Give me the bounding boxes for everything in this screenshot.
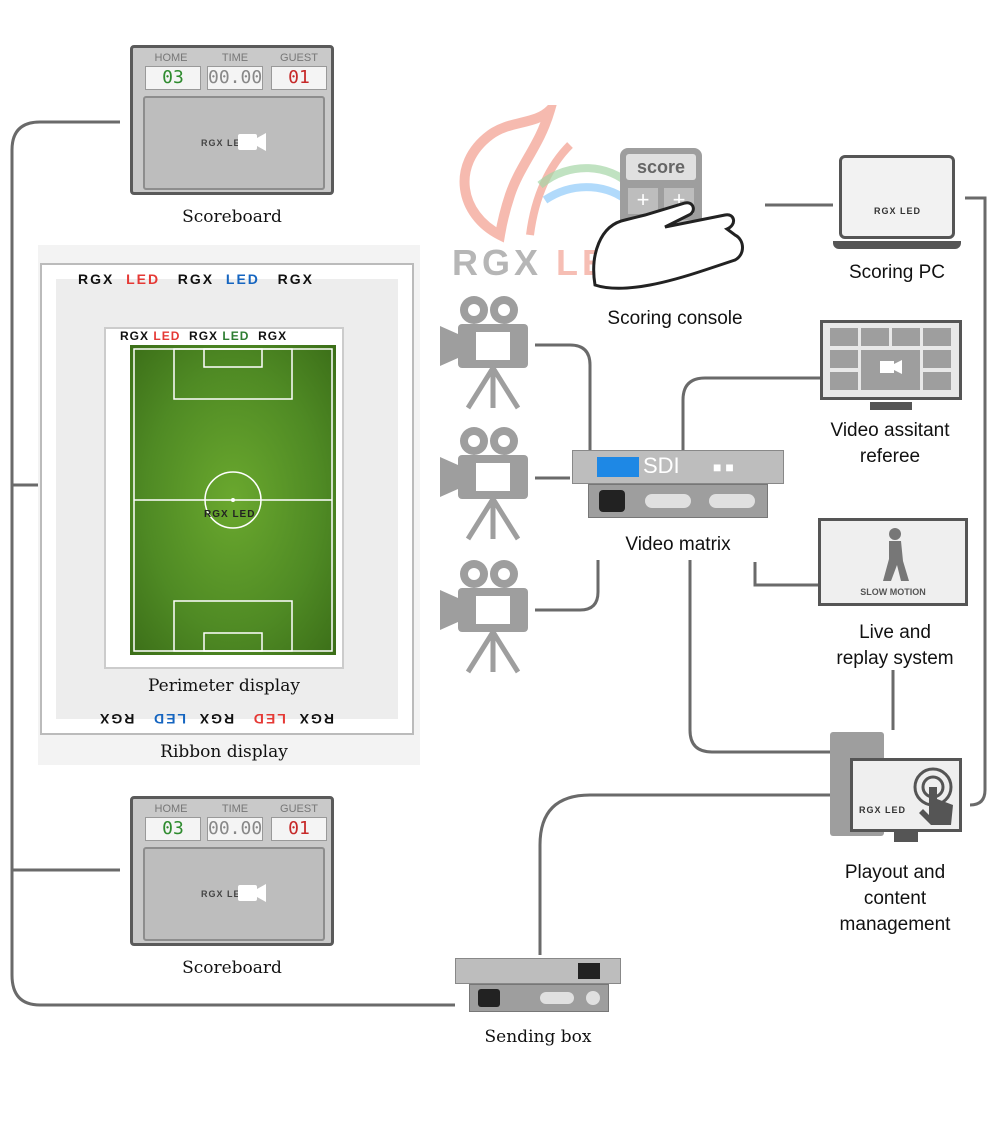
guest-label: GUEST: [280, 803, 318, 815]
scoreboard-bottom: HOME TIME GUEST 03 00.00 01 RGX LED: [130, 796, 334, 946]
db9-port-icon: [709, 494, 755, 508]
sending-box-front: [455, 958, 621, 984]
replay-monitor: SLOW MOTION: [818, 518, 968, 606]
guest-label: GUEST: [280, 52, 318, 64]
rgx-text: RGX: [120, 329, 150, 343]
video-matrix-label: Video matrix: [625, 534, 731, 555]
rgx-text: RGX: [197, 711, 235, 727]
sending-box: [455, 958, 621, 1014]
home-score: 03: [145, 817, 201, 841]
rgx-text: RGX: [297, 711, 334, 727]
brand-logo: RGX LED: [874, 206, 922, 216]
matrix-front: SDI ■ ■: [572, 450, 784, 484]
touch-icon: [913, 767, 953, 825]
console-display: score: [626, 154, 696, 180]
rgx-text: RGX: [452, 242, 543, 283]
led-text: LED: [153, 329, 181, 343]
laptop-base: [833, 241, 961, 249]
scoreboard-screen: RGX LED: [143, 847, 325, 941]
guest-score: 01: [271, 66, 327, 90]
rgx-text: RGX: [277, 271, 314, 287]
camera-1: [440, 296, 528, 410]
perimeter-display-label: Perimeter display: [147, 676, 300, 696]
scoring-console-label: Scoring console: [607, 308, 743, 329]
scoreboard-top: HOME TIME GUEST 03 00.00 01 RGX LED: [130, 45, 334, 195]
hand-pointer-icon: [592, 201, 744, 290]
monitor-stand: [894, 832, 918, 842]
scoreboard-top-label: Scoreboard: [182, 207, 282, 227]
home-label: HOME: [154, 803, 188, 815]
time-label: TIME: [221, 803, 249, 815]
time-label: TIME: [221, 52, 249, 64]
round-port-icon: [586, 991, 600, 1005]
slow-motion-text: SLOW MOTION: [860, 587, 926, 597]
matrix-back: [588, 484, 768, 518]
rgx-text: RGX: [177, 271, 215, 287]
touch-monitor: RGX LED: [850, 758, 962, 832]
time-value: 00.00: [207, 66, 263, 90]
brand-logo: RGX LED: [859, 805, 907, 815]
ribbon-display-label: Ribbon display: [160, 742, 288, 762]
multiview-grid: [830, 328, 951, 390]
sending-box-label: Sending box: [484, 1027, 592, 1047]
pitch-markings: [133, 348, 333, 652]
scoring-pc: RGX LED: [833, 155, 961, 253]
playout-label-line3: management: [839, 914, 951, 935]
pitch-logo: RGX LED: [204, 509, 256, 520]
video-camera-icon: [238, 884, 266, 902]
home-label: HOME: [154, 52, 188, 64]
status-leds: ■ ■: [713, 459, 734, 475]
rgx-text: RGX: [98, 711, 135, 727]
db9-port-icon: [645, 494, 691, 508]
replay-label-line1: Live and: [859, 622, 931, 643]
playout-label-line1: Playout and: [844, 862, 946, 883]
home-score: 03: [145, 66, 201, 90]
playout-label-line2: content: [863, 888, 927, 909]
running-person-icon: [883, 528, 909, 581]
rgx-text: RGX: [258, 329, 288, 343]
monitor-stand: [870, 402, 912, 410]
power-socket-icon: [478, 989, 500, 1007]
ribbon-bottom-text: RGX LED RGX LED RGX: [98, 711, 334, 727]
scoring-pc-label: Scoring PC: [848, 262, 946, 283]
guest-score: 01: [271, 817, 327, 841]
led-text: LED: [222, 329, 250, 343]
scoreboard-screen: RGX LED: [143, 96, 325, 190]
laptop-screen: RGX LED: [839, 155, 955, 239]
brand-logo: RGX LED: [201, 889, 249, 899]
playout-workstation: RGX LED: [830, 732, 962, 844]
rgx-text: RGX: [189, 329, 219, 343]
ribbon-top-text: RGX LED RGX LED RGX: [78, 271, 314, 287]
db9-port-icon: [540, 992, 574, 1004]
video-matrix: SDI ■ ■: [572, 450, 784, 518]
time-value: 00.00: [207, 817, 263, 841]
scoreboard-bottom-label: Scoreboard: [182, 958, 282, 978]
sdi-label: SDI: [643, 453, 680, 478]
plus-key: +: [628, 188, 658, 214]
sdi-display: [597, 457, 639, 477]
status-display: [578, 963, 600, 979]
led-text: LED: [126, 271, 161, 287]
perimeter-top-text: RGX LED RGX LED RGX: [120, 329, 287, 343]
power-socket-icon: [599, 490, 625, 512]
led-text: LED: [225, 271, 260, 287]
stadium: RGX LED RGX LED RGX RGX LED RGX LED RGX …: [38, 245, 420, 765]
camera-2: [440, 427, 528, 541]
var-label-line2: referee: [859, 446, 921, 467]
led-text: LED: [152, 711, 187, 727]
video-camera-icon: [238, 133, 266, 151]
rgx-text: RGX: [78, 271, 115, 287]
brand-logo: RGX LED: [201, 138, 249, 148]
camera-3: [440, 560, 528, 674]
var-monitor: [820, 320, 962, 412]
replay-label-line2: replay system: [836, 648, 954, 669]
led-text: LED: [251, 711, 286, 727]
var-label-line1: Video assitant: [830, 420, 950, 441]
sending-box-back: [469, 984, 609, 1012]
